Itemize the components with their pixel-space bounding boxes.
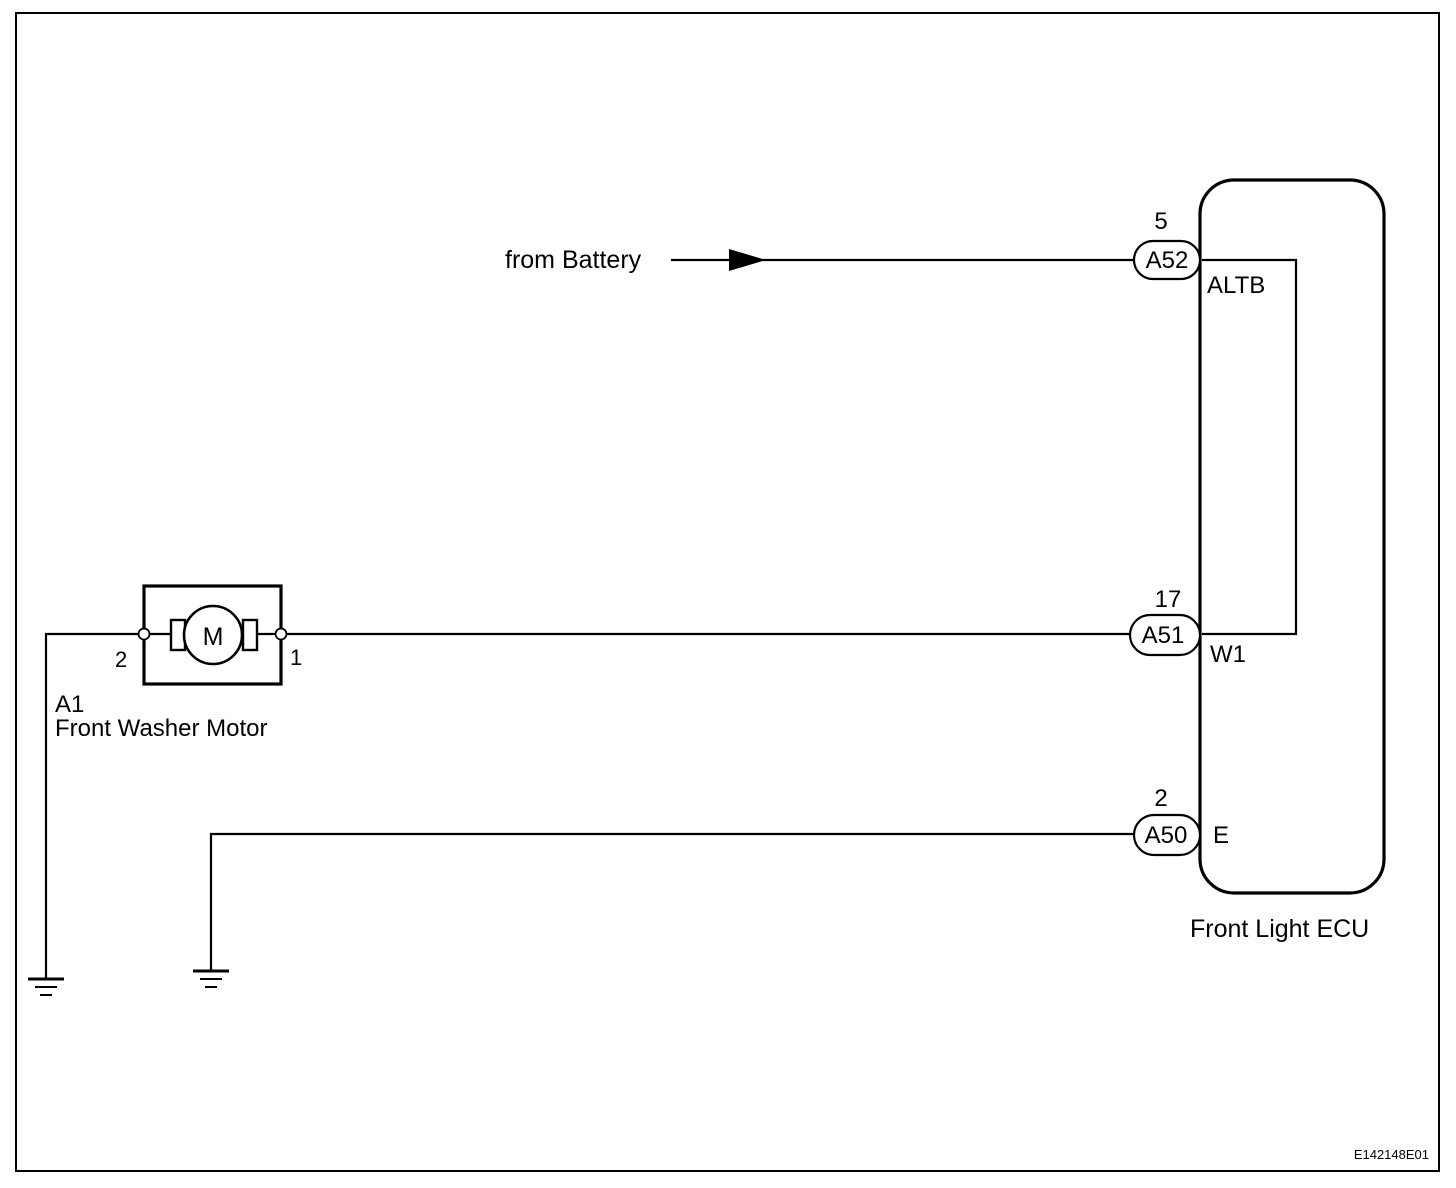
motor-brush-right: [241, 618, 259, 652]
battery-label: from Battery: [505, 246, 642, 274]
connector-a51-id: A51: [1142, 622, 1185, 649]
terminal-altb: ALTB: [1207, 272, 1265, 299]
battery-feed: from Battery: [505, 246, 1134, 274]
motor-name: Front Washer Motor: [55, 715, 268, 742]
motor-ground: [28, 632, 138, 996]
connector-a52-outline: [1132, 239, 1202, 281]
motor-pin-right: 1: [290, 645, 302, 670]
front-washer-motor: M 2 1 A1 Front Washer Motor: [55, 584, 302, 742]
ecu-body: [1198, 178, 1386, 895]
motor-symbol: M: [203, 623, 224, 651]
motor-terminal-right: [274, 627, 288, 641]
connector-a50: A50 2: [1132, 785, 1202, 857]
connector-a52-pin: 5: [1154, 208, 1167, 235]
terminal-w1: W1: [1210, 641, 1246, 668]
terminal-e: E: [1213, 822, 1229, 849]
connector-a52-id: A52: [1146, 247, 1189, 274]
motor-pin-left: 2: [115, 647, 127, 672]
front-light-ecu: ALTB W1 E Front Light ECU: [1190, 178, 1386, 943]
figure-code: E142148E01: [1354, 1147, 1429, 1162]
connector-a50-pin: 2: [1154, 785, 1167, 812]
battery-arrow-icon: [729, 249, 766, 271]
ecu-ground-wire: [209, 832, 1134, 971]
connector-a51: A51 17: [1128, 586, 1202, 657]
motor-terminal-left: [137, 627, 151, 641]
connector-a50-id: A50: [1145, 822, 1188, 849]
motor-connector: A1: [55, 691, 84, 718]
ecu-internal-wire: [1202, 258, 1298, 636]
connector-a52: A52 5: [1132, 208, 1202, 281]
motor-ground-wire: [44, 632, 138, 979]
ecu-name: Front Light ECU: [1190, 915, 1369, 943]
motor-icon: [182, 604, 244, 666]
diagram-frame: [15, 12, 1440, 1172]
connector-a51-pin: 17: [1155, 586, 1182, 613]
ecu-ground: [193, 832, 1134, 988]
